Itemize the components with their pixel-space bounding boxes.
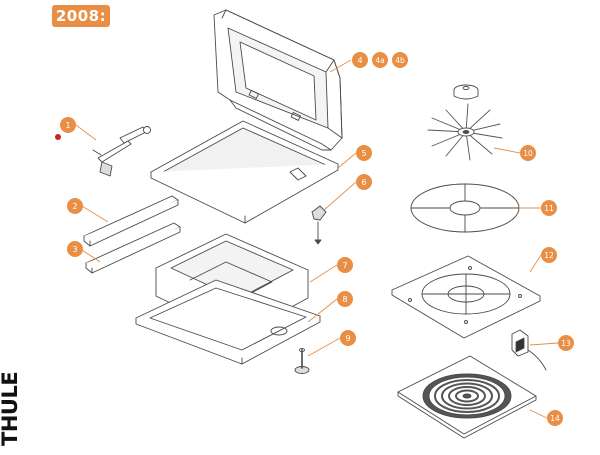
callout-13[interactable]: 13 — [558, 335, 574, 351]
callout-7-label: 7 — [342, 261, 347, 270]
callout-8[interactable]: 8 — [337, 291, 353, 307]
callout-7[interactable]: 7 — [337, 257, 353, 273]
part-upper-frame[interactable] — [150, 120, 339, 224]
callout-4a-label: 4a — [375, 56, 384, 65]
callout-6-label: 6 — [361, 178, 366, 187]
callout-13-label: 13 — [561, 339, 571, 348]
callout-3[interactable]: 3 — [67, 241, 83, 257]
leader-12 — [529, 254, 542, 273]
callout-badges: 1 2 3 4 4a 4b 5 6 7 8 9 10 11 12 13 14 — [60, 52, 574, 426]
leader-13 — [529, 342, 559, 346]
part-lid[interactable] — [213, 9, 343, 151]
callout-4a[interactable]: 4a — [372, 52, 388, 68]
leader-3 — [81, 249, 101, 263]
callout-1-label: 1 — [65, 121, 70, 130]
part-fan-shroud[interactable] — [410, 183, 520, 233]
part-rail-upper[interactable] — [83, 195, 179, 247]
part-fan-hub[interactable] — [453, 84, 479, 100]
callout-12[interactable]: 12 — [541, 247, 557, 263]
callout-4-label: 4 — [357, 56, 362, 65]
leader-6 — [323, 181, 357, 211]
callout-12-label: 12 — [544, 251, 554, 260]
leader-4 — [329, 59, 352, 73]
callout-9[interactable]: 9 — [340, 330, 356, 346]
callout-2-label: 2 — [72, 202, 77, 211]
callout-9-label: 9 — [345, 334, 350, 343]
leader-5 — [337, 152, 357, 169]
part-fan-grille[interactable] — [397, 355, 537, 439]
leader-10 — [493, 147, 521, 154]
leader-7 — [309, 264, 338, 283]
callout-1[interactable]: 1 — [60, 117, 76, 133]
callout-3-label: 3 — [72, 245, 77, 254]
callout-5-label: 5 — [361, 149, 366, 158]
callout-14-label: 14 — [550, 414, 560, 423]
part-knob[interactable] — [294, 348, 310, 374]
part-fan-rotor[interactable] — [427, 103, 503, 161]
callout-11-label: 11 — [544, 204, 554, 213]
marker-dot — [55, 134, 61, 140]
callout-6[interactable]: 6 — [356, 174, 372, 190]
callout-4b-label: 4b — [395, 56, 405, 65]
part-fan-housing[interactable] — [391, 255, 541, 339]
leader-8 — [307, 298, 338, 323]
callout-4b[interactable]: 4b — [392, 52, 408, 68]
year-badge: 2008: — [52, 5, 110, 27]
callout-11[interactable]: 11 — [541, 200, 557, 216]
callout-10[interactable]: 10 — [520, 145, 536, 161]
leader-1 — [75, 124, 97, 141]
leader-2 — [81, 205, 109, 223]
thule-logo: THULE — [0, 371, 22, 446]
callout-10-label: 10 — [523, 149, 533, 158]
callout-5[interactable]: 5 — [356, 145, 372, 161]
callout-4[interactable]: 4 — [352, 52, 368, 68]
part-crank-handle[interactable] — [92, 126, 151, 177]
callout-14[interactable]: 14 — [547, 410, 563, 426]
thule-logo-text: THULE — [0, 371, 22, 446]
leader-lines — [75, 59, 559, 419]
leader-9 — [307, 337, 341, 357]
part-connector[interactable] — [511, 329, 547, 371]
leader-14 — [529, 409, 548, 419]
part-clip[interactable] — [311, 205, 327, 245]
callout-2[interactable]: 2 — [67, 198, 83, 214]
part-rail-lower[interactable] — [85, 222, 181, 274]
part-base-plate[interactable] — [135, 279, 321, 365]
callout-8-label: 8 — [342, 295, 347, 304]
